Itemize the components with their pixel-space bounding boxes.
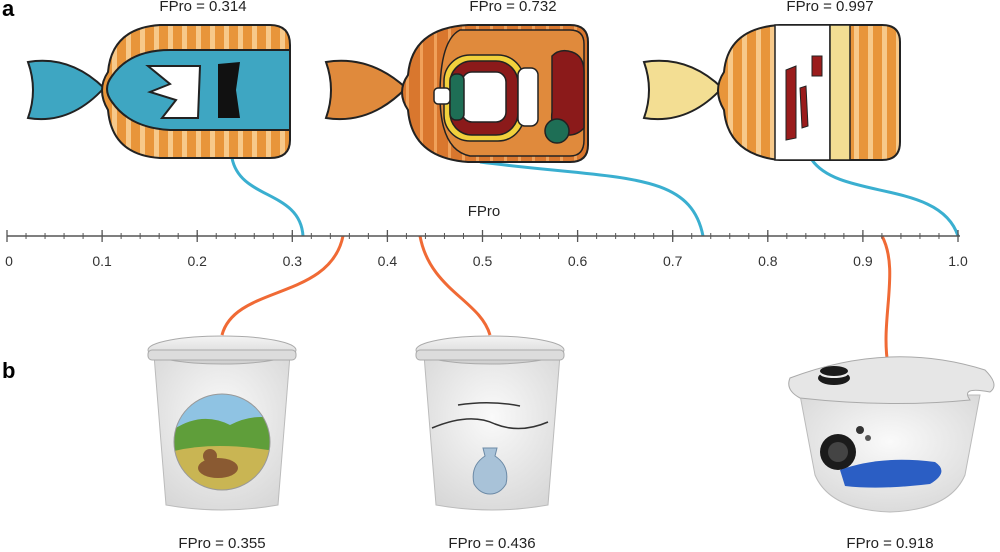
axis-tick-label: 0.8 [758,253,778,269]
fpro-axis: 0 0.1 0.2 0.3 0.4 0.5 0.6 0.7 0.8 0.9 1.0 [5,230,968,269]
axis-tick-label: 0.5 [473,253,493,269]
axis-tick-label: 0.4 [378,253,398,269]
yellow-fish-bread-icon [642,24,901,161]
panel-label-b: b [2,358,16,383]
bottom-label-3: FPro = 0.918 [846,535,934,552]
axis-title: FPro [467,203,501,220]
orange-fish-bread-icon [324,24,589,163]
axis-tick-label: 0.9 [853,253,873,269]
top-label-1: FPro = 0.314 [159,0,247,15]
connector-top-3 [810,159,960,237]
axis-tick-label: 0.2 [187,253,207,269]
connector-top-2 [479,160,705,237]
connector-bottom-2 [418,235,492,336]
top-label-3: FPro = 0.997 [786,0,874,15]
top-label-2: FPro = 0.732 [469,0,557,15]
axis-tick-label: 0.3 [283,253,303,269]
bottom-label-2: FPro = 0.436 [448,535,536,552]
axis-tick-label: 1.0 [948,253,968,269]
connector-bottom-1 [220,235,345,336]
axis-tick-label: 0.7 [663,253,683,269]
axis-tick-label: 0 [5,253,13,269]
axis-tick-label: 0.1 [92,253,112,269]
bottom-label-1: FPro = 0.355 [178,535,266,552]
panel-label-a: a [2,0,15,21]
vase-yogurt-cup-icon [415,335,565,511]
cow-yogurt-cup-icon [147,335,297,511]
cookie-yogurt-cup-icon [788,356,995,513]
connector-top-1 [230,157,305,237]
blue-fish-bread-icon [26,24,291,159]
axis-tick-label: 0.6 [568,253,588,269]
connector-bottom-3 [880,235,892,366]
